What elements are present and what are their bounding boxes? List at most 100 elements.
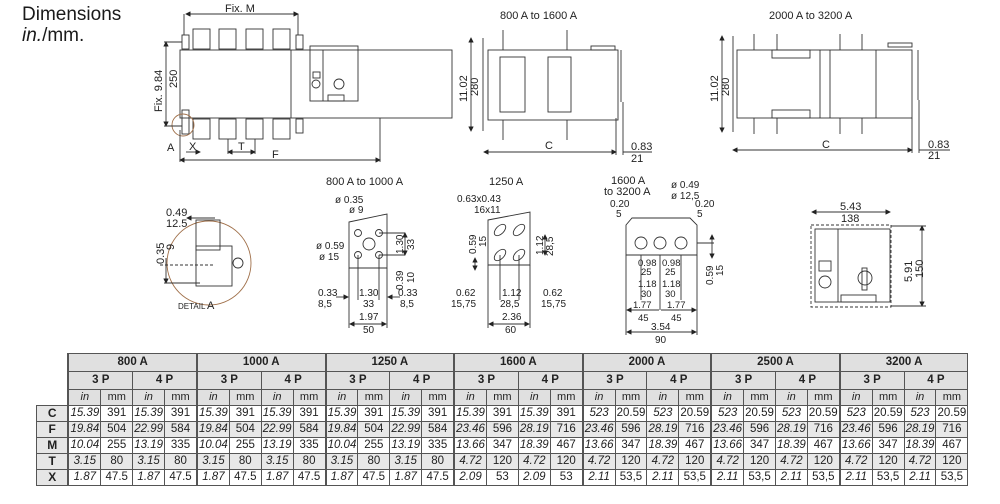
table-cell: 504 xyxy=(357,421,391,438)
table-cell: 2.11 xyxy=(710,469,745,486)
unit-header: in xyxy=(581,389,616,406)
table-cell: 1.87 xyxy=(324,469,359,486)
unit-header: in xyxy=(132,389,166,406)
table-cell: 504 xyxy=(228,421,262,438)
table-cell: 716 xyxy=(549,421,584,438)
f-dim-label: F xyxy=(272,149,279,161)
t1600-title-1: 1600 A xyxy=(611,175,646,187)
t800-mid-mm: 33 xyxy=(363,299,375,310)
t1600-s2-mm-l: 30 xyxy=(641,289,652,300)
unit-in-label: in. xyxy=(22,25,43,46)
table-cell: 47.5 xyxy=(100,469,134,486)
t1600-edge-l-mm: 5 xyxy=(616,209,622,220)
t800-side-l-in: 0.33 xyxy=(318,288,338,299)
pole-header: 4 P xyxy=(389,371,455,390)
table-cell: 3.15 xyxy=(324,453,359,470)
unit-header: mm xyxy=(549,389,584,406)
unit-header: mm xyxy=(485,389,519,406)
t1600-hole-mm: ø 12,5 xyxy=(671,191,700,202)
terminal-800-1000 xyxy=(336,213,408,328)
table-cell: 28.19 xyxy=(517,421,551,438)
table-cell: 596 xyxy=(485,421,519,438)
table-cell: 23.46 xyxy=(838,421,873,438)
table-cell: 391 xyxy=(485,405,519,422)
t800-mid-in: 1.30 xyxy=(359,288,379,299)
table-cell: 391 xyxy=(549,405,584,422)
t1600-title-2: to 3200 A xyxy=(604,186,651,198)
unit-header: mm xyxy=(743,389,776,406)
table-cell: 20.59 xyxy=(743,405,776,422)
table-cell: 19.84 xyxy=(195,421,230,438)
table-cell: 584 xyxy=(292,421,327,438)
table-cell: 15.39 xyxy=(389,405,423,422)
side-small-title: 800 A to 1600 A xyxy=(500,10,578,22)
table-cell: 3.15 xyxy=(132,453,166,470)
unit-header: in xyxy=(195,389,230,406)
table-cell: 28.19 xyxy=(774,421,808,438)
fix-height-mm-label: 250 xyxy=(168,70,180,88)
t1600-s3-mm-r: 45 xyxy=(671,313,682,324)
table-cell: 28.19 xyxy=(646,421,680,438)
unit-header: in xyxy=(710,389,745,406)
side-small-c-label: C xyxy=(545,140,553,152)
table-cell: 523 xyxy=(903,405,937,422)
handle-width-mm: 138 xyxy=(841,213,859,225)
pole-header: 4 P xyxy=(774,371,841,390)
table-cell: 523 xyxy=(710,405,745,422)
t1600-edge-r-mm: 5 xyxy=(697,209,703,220)
t1600-s1-mm-l: 25 xyxy=(641,267,652,278)
t1250-side-r-mm: 15,75 xyxy=(541,299,566,310)
t800-title: 800 A to 1000 A xyxy=(326,176,404,188)
table-cell: 80 xyxy=(164,453,198,470)
table-cell: 467 xyxy=(806,437,841,454)
table-cell: 391 xyxy=(100,405,134,422)
side-large-height-in: 11.02 xyxy=(709,75,721,102)
table-cell: 2.11 xyxy=(774,469,808,486)
table-cell: 10.04 xyxy=(195,437,230,454)
title-line-2: in./mm. xyxy=(22,25,121,46)
table-cell: 47.5 xyxy=(421,469,455,486)
handle-module xyxy=(810,209,926,308)
pole-header: 3 P xyxy=(838,371,905,390)
table-cell: 15.39 xyxy=(260,405,294,422)
pole-header: 3 P xyxy=(67,371,134,390)
detail-a-w-mm: 12.5 xyxy=(166,218,187,230)
table-cell: 4.72 xyxy=(710,453,745,470)
t800-width-mm: 50 xyxy=(363,325,375,336)
detail-a xyxy=(160,215,252,306)
row-label: T xyxy=(36,453,69,470)
fix-height-in-label: Fix. 9.84 xyxy=(153,70,165,112)
terminal-1600-3200 xyxy=(625,217,715,335)
table-cell: 13.19 xyxy=(260,437,294,454)
table-cell: 23.46 xyxy=(710,421,745,438)
table-cell: 716 xyxy=(678,421,712,438)
t1250-slot-in: 0.63x0.43 xyxy=(457,194,501,205)
table-cell: 10.04 xyxy=(67,437,102,454)
handle-width-in: 5.43 xyxy=(840,201,861,213)
unit-header: in xyxy=(774,389,808,406)
t1250-mid-mm: 28,5 xyxy=(500,299,520,310)
page-title: Dimensions in./mm. xyxy=(22,4,121,46)
table-cell: 584 xyxy=(421,421,455,438)
t1250-width-mm: 60 xyxy=(505,325,517,336)
t1250-mid-in: 1.12 xyxy=(502,288,522,299)
t1250-bottom-mm: 15 xyxy=(478,235,489,247)
table-cell: 18.39 xyxy=(903,437,937,454)
table-cell: 1.87 xyxy=(260,469,294,486)
table-cell: 523 xyxy=(581,405,616,422)
table-cell: 22.99 xyxy=(132,421,166,438)
table-cell: 596 xyxy=(614,421,648,438)
pole-header: 4 P xyxy=(260,371,327,390)
unit-header: mm xyxy=(357,389,391,406)
table-cell: 13.66 xyxy=(710,437,745,454)
table-cell: 53 xyxy=(485,469,519,486)
side-small-height-mm: 280 xyxy=(469,78,481,96)
table-cell: 22.99 xyxy=(389,421,423,438)
t800-hole-small-in: ø 0.35 xyxy=(335,195,364,206)
table-cell: 20.59 xyxy=(678,405,712,422)
table-cell: 20.59 xyxy=(935,405,969,422)
pole-header: 3 P xyxy=(324,371,391,390)
